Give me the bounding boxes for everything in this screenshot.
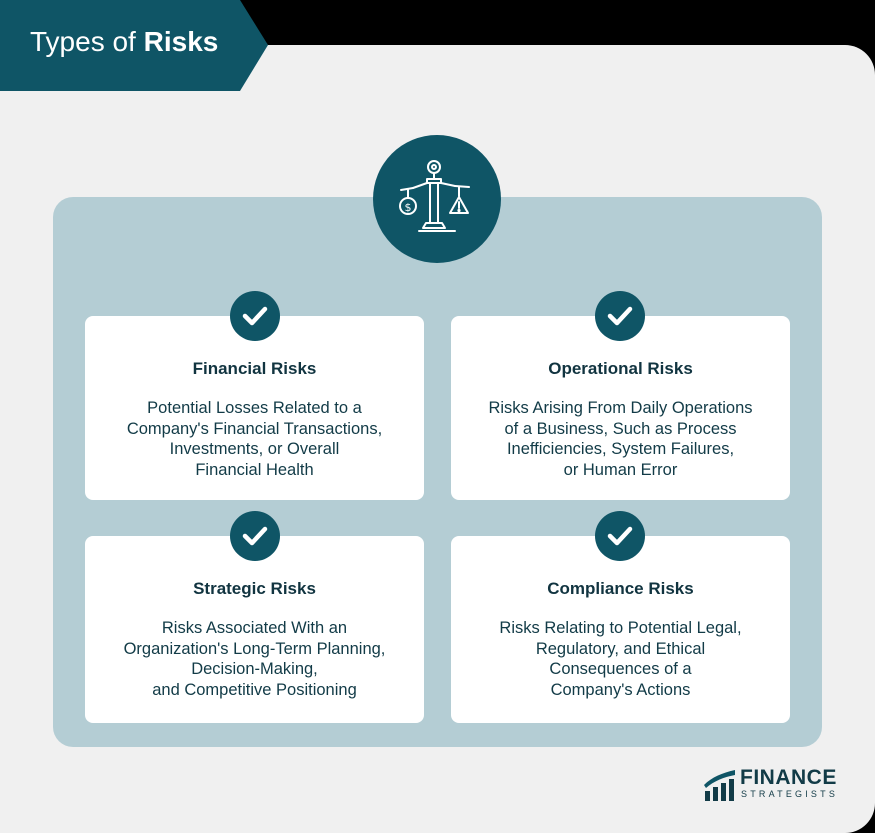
brand-name-line2: STRATEGISTS bbox=[741, 789, 839, 799]
card-compliance-risks: Compliance Risks Risks Relating to Poten… bbox=[451, 536, 790, 723]
finance-strategists-logo-icon bbox=[704, 770, 735, 801]
card-description-line: or Human Error bbox=[563, 460, 678, 479]
card-description-line: Company's Actions bbox=[550, 680, 691, 699]
card-description: Risks Associated With an Organization's … bbox=[99, 618, 410, 700]
card-strategic-risks: Strategic Risks Risks Associated With an… bbox=[85, 536, 424, 723]
card-description-line: Decision-Making, bbox=[191, 660, 318, 678]
check-badge-strategic bbox=[230, 511, 280, 561]
card-financial-risks: Financial Risks Potential Losses Related… bbox=[85, 316, 424, 500]
brand-logo: FINANCE STRATEGISTS bbox=[702, 767, 837, 803]
check-badge-operational bbox=[595, 291, 645, 341]
card-description-line: Inefficiencies, System Failures, bbox=[506, 440, 735, 458]
check-badge-financial bbox=[230, 291, 280, 341]
title-banner: Types of Risks bbox=[0, 0, 268, 91]
card-title: Financial Risks bbox=[192, 359, 317, 378]
card-description-line: Risks Associated With an bbox=[161, 619, 348, 637]
card-title: Operational Risks bbox=[548, 359, 693, 378]
brand-name-line1: FINANCE bbox=[740, 766, 837, 789]
card-description-line: of a Business, Such as Process bbox=[504, 419, 737, 438]
svg-text:$: $ bbox=[405, 201, 412, 214]
card-title: Strategic Risks bbox=[193, 579, 316, 598]
card-description-line: Potential Losses Related to a bbox=[147, 399, 362, 417]
checkmark-icon bbox=[607, 306, 633, 326]
title-prefix: Types of bbox=[30, 26, 144, 57]
balance-scale-icon: $ bbox=[399, 160, 470, 232]
card-description: Risks Arising From Daily Operations of a… bbox=[465, 398, 776, 480]
check-badge-compliance bbox=[595, 511, 645, 561]
emblem-circle: $ bbox=[373, 135, 501, 263]
card-description-line: Company's Financial Transactions, bbox=[126, 419, 383, 438]
page-title: Types of Risks bbox=[30, 26, 218, 58]
card-title: Compliance Risks bbox=[547, 579, 694, 598]
card-description-line: Risks Arising From Daily Operations bbox=[488, 399, 753, 417]
checkmark-icon bbox=[242, 306, 268, 326]
card-description-line: Investments, or Overall bbox=[169, 440, 340, 458]
card-description-line: Financial Health bbox=[195, 460, 314, 479]
card-description: Potential Losses Related to a Company's … bbox=[99, 398, 410, 480]
checkmark-icon bbox=[607, 526, 633, 546]
card-description-line: Risks Relating to Potential Legal, bbox=[499, 619, 742, 637]
title-bold: Risks bbox=[143, 26, 219, 57]
card-description-line: and Competitive Positioning bbox=[152, 680, 357, 699]
card-description-line: Regulatory, and Ethical bbox=[535, 639, 706, 658]
checkmark-icon bbox=[242, 526, 268, 546]
card-description-line: Organization's Long-Term Planning, bbox=[123, 639, 386, 658]
card-description: Risks Relating to Potential Legal, Regul… bbox=[465, 618, 776, 700]
card-description-line: Consequences of a bbox=[549, 660, 692, 678]
card-operational-risks: Operational Risks Risks Arising From Dai… bbox=[451, 316, 790, 500]
